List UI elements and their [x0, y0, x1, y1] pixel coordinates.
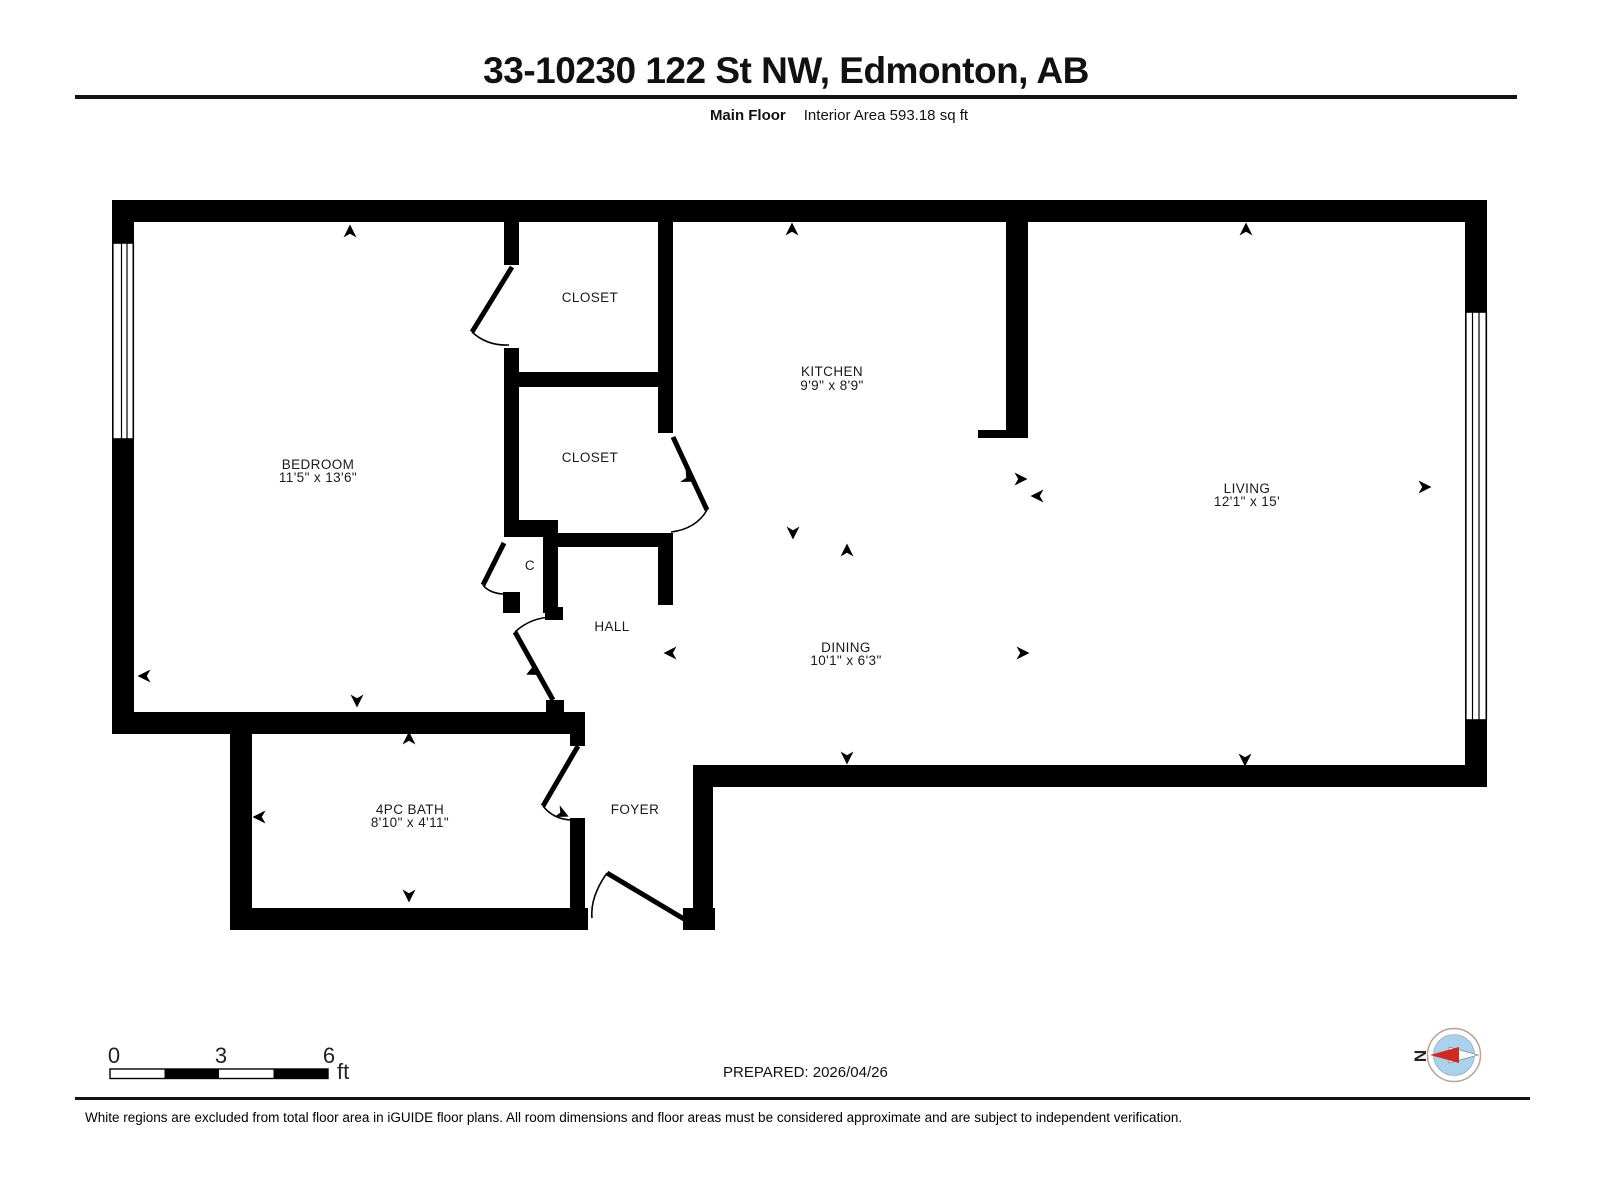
scale-bar-segment: [273, 1069, 328, 1079]
walls: [112, 200, 1487, 930]
compass: N: [1411, 1027, 1482, 1083]
wall: [570, 734, 585, 746]
scale-unit-label: ft: [337, 1059, 349, 1084]
wall: [230, 908, 588, 930]
scale-bar: 0 3 6 ft: [108, 1043, 349, 1084]
wall: [504, 372, 673, 387]
room-dims-bath: 8'10" x 4'11": [371, 815, 449, 830]
wall: [1465, 222, 1487, 312]
wall: [112, 222, 134, 243]
door-arc: [590, 872, 608, 919]
room-dims-bedroom: 11'5" x 13'6": [279, 470, 357, 485]
door-leaf: [480, 541, 507, 587]
wall: [658, 222, 673, 433]
room-label-bath: 4PC BATH: [376, 802, 444, 817]
wall: [658, 533, 673, 605]
wall: [543, 537, 558, 613]
wall: [1006, 222, 1028, 438]
camera-arrow-icon: [1238, 753, 1252, 767]
room-label-dining: DINING: [821, 640, 871, 655]
prepared-date: PREPARED: 2026/04/26: [723, 1064, 888, 1081]
footer-disclaimer: White regions are excluded from total fl…: [85, 1110, 1183, 1125]
room-dims-living: 12'1" x 15': [1214, 494, 1280, 509]
wall: [504, 348, 519, 520]
room-label-hall: HALL: [594, 619, 629, 634]
door-leaf: [670, 435, 710, 512]
wall: [503, 592, 520, 613]
camera-arrow-icon: [663, 646, 677, 660]
camera-arrow-icon: [785, 222, 799, 236]
wall: [112, 712, 585, 734]
door-arc: [542, 805, 572, 821]
footer-divider: [75, 1097, 1530, 1100]
room-labels: BEDROOM 11'5" x 13'6" CLOSET CLOSET C KI…: [279, 290, 1280, 830]
wall: [504, 222, 519, 265]
wall: [230, 734, 252, 908]
scale-middle-label: 3: [215, 1043, 227, 1068]
door-leaf: [605, 870, 686, 922]
door-arc: [670, 509, 708, 533]
camera-arrow-icon: [554, 805, 569, 817]
camera-arrow-icon: [137, 669, 151, 683]
wall: [570, 818, 585, 908]
wall: [504, 520, 558, 537]
interior-area: Interior Area 593.18 sq ft: [803, 107, 969, 124]
camera-arrow-icon: [350, 694, 364, 708]
room-label-closet-mid: CLOSET: [562, 450, 618, 465]
room-label-closet-small: C: [525, 558, 535, 573]
wall: [693, 765, 1487, 787]
room-label-kitchen: KITCHEN: [801, 364, 863, 379]
camera-arrow-icon: [252, 810, 266, 824]
scale-bar-segment: [164, 1069, 219, 1079]
camera-arrow-icon: [402, 889, 416, 903]
camera-arrow-icon: [402, 731, 416, 745]
room-label-living: LIVING: [1224, 481, 1271, 496]
page-title: 33-10230 122 St NW, Edmonton, AB: [483, 50, 1089, 91]
camera-arrow-icon: [1239, 222, 1253, 236]
window-left: [112, 242, 135, 440]
wall: [978, 430, 1006, 438]
doors: [469, 265, 710, 922]
wall: [112, 439, 134, 734]
scale-end-label: 6: [323, 1043, 335, 1068]
camera-arrow-icon: [1418, 480, 1432, 494]
wall: [112, 200, 1487, 222]
door-arc: [514, 616, 555, 633]
wall: [693, 787, 713, 908]
floor-name: Main Floor: [709, 107, 786, 124]
camera-arrow-icon: [840, 543, 854, 557]
camera-arrow-icon: [526, 663, 541, 675]
room-label-foyer: FOYER: [611, 802, 660, 817]
compass-north-label: N: [1411, 1050, 1430, 1062]
camera-arrow-icon: [343, 224, 357, 238]
room-dims-dining: 10'1" x 6'3": [810, 653, 881, 668]
camera-arrow-icon: [1016, 646, 1030, 660]
compass-needle-north: [1430, 1047, 1459, 1063]
room-label-closet-top: CLOSET: [562, 290, 618, 305]
wall: [683, 908, 715, 930]
scale-start-label: 0: [108, 1043, 120, 1068]
door-arc: [471, 331, 510, 346]
door-leaf: [469, 265, 515, 334]
camera-arrow-icon: [680, 470, 695, 482]
title-divider: [75, 95, 1517, 99]
room-dims-kitchen: 9'9" x 8'9": [800, 378, 863, 393]
floor-subtitle: Main Floor Interior Area 593.18 sq ft: [39, 107, 1600, 124]
camera-arrow-icon: [1030, 489, 1044, 503]
wall: [553, 533, 673, 547]
room-label-bedroom: BEDROOM: [282, 457, 355, 472]
camera-arrow-icon: [1014, 472, 1028, 486]
camera-markers: [137, 222, 1432, 903]
door-arc: [482, 584, 504, 595]
window-right: [1465, 311, 1488, 721]
door-leaf: [540, 744, 581, 808]
wall: [546, 700, 564, 712]
camera-arrow-icon: [786, 526, 800, 540]
camera-arrow-icon: [840, 751, 854, 765]
